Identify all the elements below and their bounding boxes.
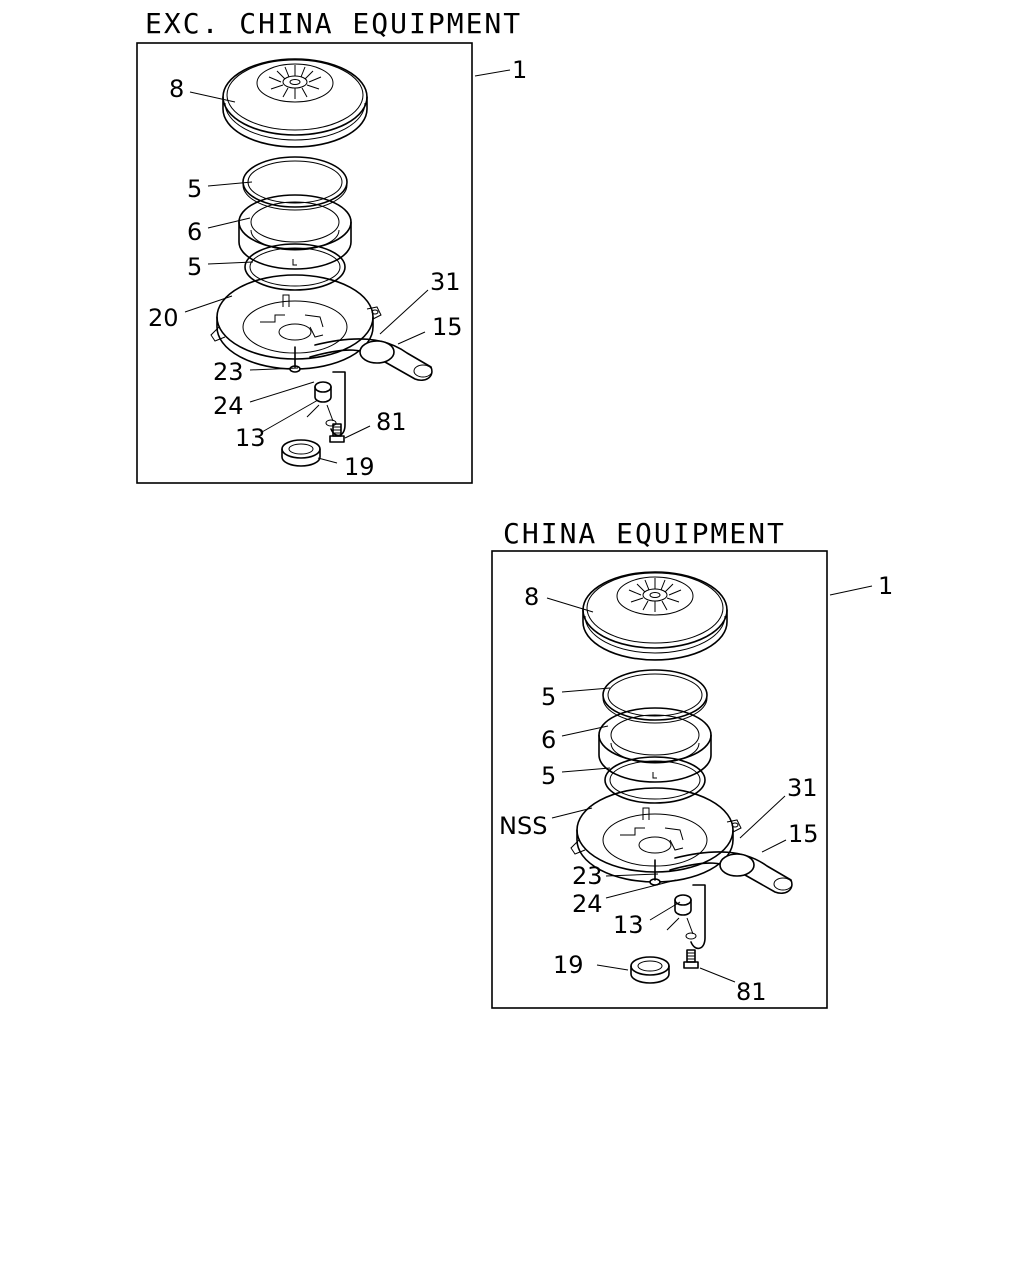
callout-sensor: 13 — [613, 911, 644, 939]
callout-cover: 8 — [524, 583, 539, 611]
callout-bracket: 15 — [432, 313, 463, 341]
diagram-a-frame — [136, 42, 473, 484]
diagram-china: CHINA EQUIPMENT 1 8 5 6 5 NSS — [491, 517, 893, 1009]
callout-element: 6 — [541, 726, 556, 754]
callout-sensor: 13 — [235, 424, 266, 452]
callout-grommet: 19 — [344, 453, 375, 481]
callout-bolt: 81 — [736, 978, 767, 1006]
callout-assembly: 1 — [878, 572, 893, 600]
callout-clip: 23 — [572, 862, 603, 890]
callout-bolt: 81 — [376, 408, 407, 436]
diagram-exc-china: EXC. CHINA EQUIPMENT 1 8 5 6 5 — [136, 7, 527, 484]
diagram-a-title: EXC. CHINA EQUIPMENT — [145, 7, 522, 40]
callout-washer: 24 — [572, 890, 603, 918]
callout-assembly: 1 — [512, 56, 527, 84]
diagram-b-frame — [491, 550, 828, 1009]
callout-element: 6 — [187, 218, 202, 246]
callout-seal-upper: 5 — [187, 175, 202, 203]
callout-body: NSS — [499, 812, 547, 840]
callout-tube: 31 — [787, 774, 818, 802]
callout-clip: 23 — [213, 358, 244, 386]
callout-cover: 8 — [169, 75, 184, 103]
callout-seal-lower: 5 — [187, 253, 202, 281]
diagram-b-title: CHINA EQUIPMENT — [503, 517, 786, 550]
air-cleaner-illustration-b — [570, 571, 793, 950]
callout-body: 20 — [148, 304, 179, 332]
grommet-part-b — [630, 956, 670, 984]
callout-washer: 24 — [213, 392, 244, 420]
callout-tube: 31 — [430, 268, 461, 296]
callout-seal-lower: 5 — [541, 762, 556, 790]
callout-grommet: 19 — [553, 951, 584, 979]
air-cleaner-illustration-a — [210, 58, 433, 437]
callout-seal-upper: 5 — [541, 683, 556, 711]
bolt-part-b — [683, 949, 699, 969]
grommet-part-a — [281, 439, 321, 467]
bolt-part-a — [329, 423, 345, 443]
callout-bracket: 15 — [788, 820, 819, 848]
